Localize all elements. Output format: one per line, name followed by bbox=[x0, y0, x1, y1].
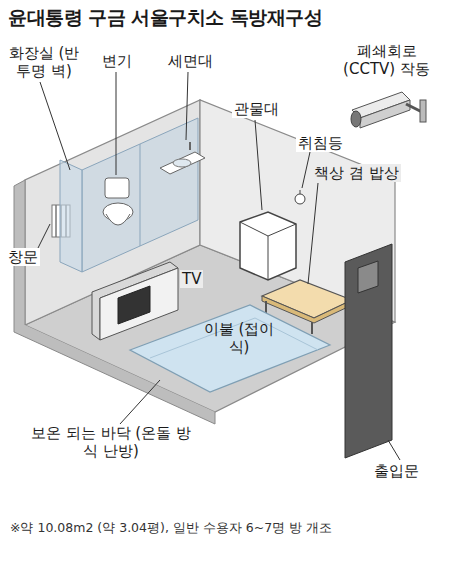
door-window bbox=[358, 261, 378, 293]
right-wall bbox=[200, 100, 395, 322]
tv-stand-wall bbox=[92, 262, 178, 340]
caption: ※약 10.08m2 (약 3.04평), 일반 수용자 6~7명 방 개조 bbox=[10, 520, 440, 535]
part-label: 출입문 bbox=[372, 462, 421, 480]
part-label: 관물대 bbox=[232, 100, 281, 118]
part-label: 취침등 bbox=[296, 134, 345, 152]
toilet-base bbox=[106, 214, 130, 225]
night-lamp bbox=[295, 194, 305, 204]
blanket-fold bbox=[150, 318, 318, 358]
cabinet-edge bbox=[240, 222, 296, 236]
partition bbox=[140, 144, 141, 246]
part-label: 세면대 bbox=[166, 52, 215, 70]
door bbox=[345, 244, 392, 458]
part-label: TV bbox=[180, 270, 203, 288]
table-top bbox=[262, 280, 352, 318]
toilet-tank bbox=[105, 178, 129, 198]
tv-panel bbox=[100, 268, 178, 340]
cabinet-edge bbox=[268, 236, 269, 280]
part-label: 화장실 (반투명 벽) bbox=[2, 44, 86, 80]
part-label: 창문 bbox=[6, 248, 40, 266]
sink-basin bbox=[173, 159, 191, 167]
lamp-stem bbox=[300, 190, 301, 194]
tv-screen bbox=[118, 286, 150, 324]
translucent-wall bbox=[60, 160, 82, 272]
part-label: 폐쇄회로 (CCTV) 작동 bbox=[327, 42, 446, 78]
leader-lines bbox=[38, 72, 400, 460]
cctv-camera bbox=[351, 92, 426, 128]
part-label: 이불 (접이식) bbox=[196, 320, 282, 356]
part-label: 변기 bbox=[100, 52, 134, 70]
cabinet bbox=[240, 212, 296, 280]
blanket bbox=[130, 305, 330, 392]
title: 윤대통령 구금 서울구치소 독방재구성 bbox=[8, 6, 322, 29]
part-label: 책상 겸 밥상 bbox=[312, 164, 401, 182]
part-label: 보온 되는 바닥 (온돌 방식 난방) bbox=[24, 424, 198, 460]
faucet bbox=[189, 142, 191, 150]
sink bbox=[160, 152, 205, 174]
translucent-wall bbox=[82, 118, 198, 272]
